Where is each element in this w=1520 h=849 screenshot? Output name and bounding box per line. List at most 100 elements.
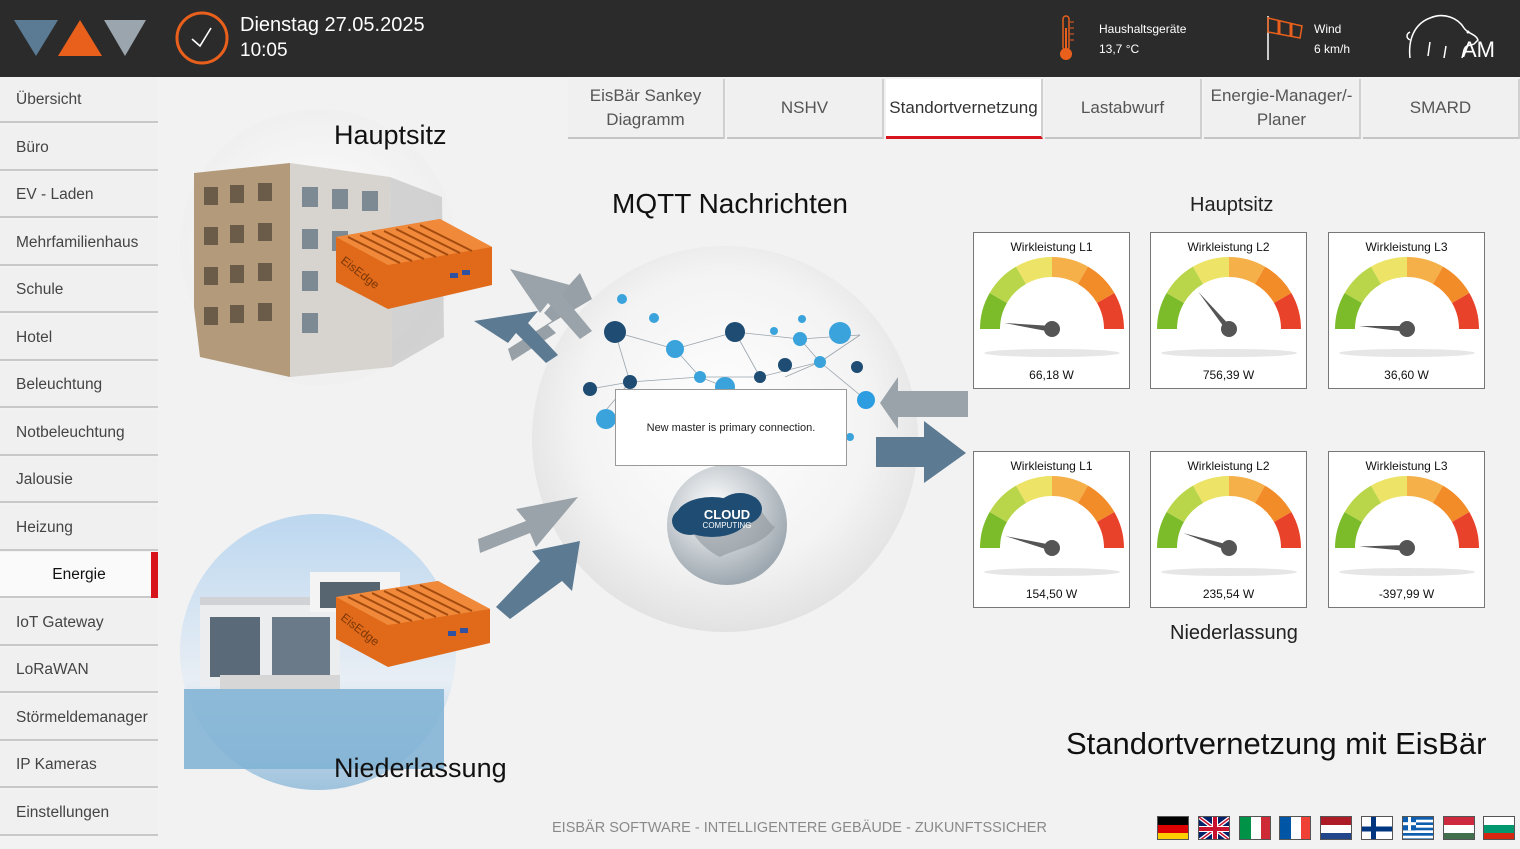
gauge-shadow xyxy=(984,568,1120,576)
gauge-hub xyxy=(1399,321,1415,337)
gauge-hub xyxy=(1044,540,1060,556)
sidebar-item[interactable]: Notbeleuchtung xyxy=(0,409,158,456)
branch-eisedge-device-icon: EisEdge xyxy=(336,581,490,667)
flag-bg-icon[interactable] xyxy=(1483,816,1516,840)
logo-triangles-icon[interactable] xyxy=(14,18,148,58)
flag-hu-icon[interactable] xyxy=(1442,816,1475,840)
arrow-to-branch-icon xyxy=(478,497,578,553)
current-date: Dienstag 27.05.2025 xyxy=(240,14,425,36)
gauge-band xyxy=(1274,512,1301,548)
flag-fr-icon[interactable] xyxy=(1279,816,1312,840)
gauge-shadow xyxy=(1339,568,1475,576)
gauge-needle xyxy=(1198,292,1232,331)
gauge-dial xyxy=(1157,257,1301,357)
flag-nl-icon[interactable] xyxy=(1320,816,1353,840)
cloud-sublabel: COMPUTING xyxy=(703,521,752,530)
sidebar-item[interactable]: Heizung xyxy=(0,504,158,551)
sidebar-item[interactable]: Büro xyxy=(0,124,158,171)
gauge-needle xyxy=(1004,322,1053,332)
gauge-title: Wirkleistung L3 xyxy=(1365,240,1448,254)
gauge-value: 36,60 W xyxy=(1384,368,1429,382)
gauge-band xyxy=(1016,476,1052,503)
sidebar-item[interactable]: Jalousie xyxy=(0,457,158,503)
gauge-band xyxy=(1274,293,1301,329)
gauge-band xyxy=(1229,257,1265,284)
gauge-band xyxy=(980,293,1007,329)
popup-message: New master is primary connection. xyxy=(646,421,816,434)
flag-gb-icon[interactable] xyxy=(1197,816,1230,840)
power-gauge: Wirkleistung L2 756,39 W xyxy=(1150,232,1307,389)
gauge-band xyxy=(1255,485,1292,522)
gauge-value: 756,39 W xyxy=(1202,368,1255,382)
gauge-band xyxy=(1335,512,1362,548)
gauge-band xyxy=(1193,476,1229,503)
tab[interactable]: Energie-Manager/-Planer xyxy=(1204,79,1361,139)
gauge-shadow xyxy=(1161,349,1297,357)
sidebar-item[interactable]: IoT Gateway xyxy=(0,599,158,646)
gauge-shadow xyxy=(984,349,1120,357)
gauge-shadow xyxy=(1161,568,1297,576)
flag-gr-icon[interactable] xyxy=(1401,816,1434,840)
sidebar-item[interactable]: LoRaWAN xyxy=(0,647,158,693)
tab-label: NSHV xyxy=(780,98,829,117)
gauge-band xyxy=(1407,476,1443,503)
gauge-hub xyxy=(1221,321,1237,337)
gauge-band xyxy=(1344,266,1381,303)
gauge-band xyxy=(1016,257,1052,284)
wind-label: Wind xyxy=(1314,22,1342,36)
footer-text: EISBÄR SOFTWARE - INTELLIGENTERE GEBÄUDE… xyxy=(552,820,1047,836)
tab[interactable]: NSHV xyxy=(727,79,884,139)
cloud-icon: CLOUD COMPUTING xyxy=(672,493,762,537)
gauge-band xyxy=(1433,266,1470,303)
sidebar-item[interactable]: Hotel xyxy=(0,314,158,361)
sidebar-item[interactable]: IP Kameras xyxy=(0,742,158,788)
gauge-band xyxy=(1078,266,1115,303)
flag-fi-icon[interactable] xyxy=(1361,816,1393,840)
sidebar-item[interactable]: Störmeldemanager xyxy=(0,694,158,741)
power-gauge: Wirkleistung L3 -397,99 W xyxy=(1328,451,1485,608)
gauge-band xyxy=(1157,293,1184,329)
gauge-band xyxy=(1157,512,1184,548)
sidebar-item[interactable]: Energie xyxy=(0,552,158,598)
gauge-dial xyxy=(980,476,1124,576)
gauge-band xyxy=(1371,257,1407,284)
gauge-value: 66,18 W xyxy=(1029,368,1074,382)
gauge-band xyxy=(1193,257,1229,284)
gauge-title: Wirkleistung L2 xyxy=(1187,240,1270,254)
tab[interactable]: Standortvernetzung xyxy=(886,79,1043,139)
gauge-dial xyxy=(1157,476,1301,576)
gauge-needle xyxy=(1005,536,1053,551)
power-gauge: Wirkleistung L3 36,60 W xyxy=(1328,232,1485,389)
sidebar-item[interactable]: Beleuchtung xyxy=(0,362,158,408)
sidebar-item[interactable]: EV - Laden xyxy=(0,172,158,218)
gauge-band xyxy=(1166,485,1203,522)
gauge-band xyxy=(1344,485,1381,522)
gauge-band xyxy=(1452,512,1479,548)
tab[interactable]: Lastabwurf xyxy=(1045,79,1202,139)
hq-label: Hauptsitz xyxy=(334,120,447,150)
flag-it-icon[interactable] xyxy=(1238,816,1271,840)
tab-label: Standortvernetzung xyxy=(889,97,1038,117)
gauge-band xyxy=(1452,293,1479,329)
gauge-value: -397,99 W xyxy=(1378,587,1435,601)
gauge-band xyxy=(1097,293,1124,329)
flag-de-icon[interactable] xyxy=(1157,816,1189,840)
gauge-hub xyxy=(1044,321,1060,337)
sidebar-item[interactable]: Schule xyxy=(0,267,158,313)
gauge-title: Wirkleistung L3 xyxy=(1365,459,1448,473)
sidebar-item[interactable]: Mehrfamilienhaus xyxy=(0,219,158,266)
wind-value: 6 km/h xyxy=(1314,42,1351,56)
current-time: 10:05 xyxy=(240,40,288,61)
tab[interactable]: SMARD xyxy=(1363,79,1520,139)
sidebar-item[interactable]: Übersicht xyxy=(0,77,158,123)
gauge-band xyxy=(1052,476,1088,503)
sidebar-item[interactable]: Einstellungen xyxy=(0,789,158,836)
status-popup[interactable]: New master is primary connection. xyxy=(615,389,847,466)
arrow-from-branch-icon xyxy=(496,541,580,619)
appliances-label: Haushaltsgeräte xyxy=(1099,22,1187,36)
gauges-hq-title: Hauptsitz xyxy=(1190,194,1274,216)
